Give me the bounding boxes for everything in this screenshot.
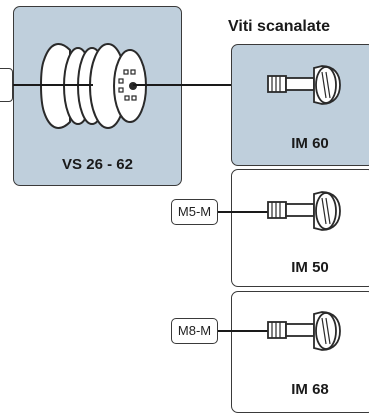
screw-label-im68: IM 68 (291, 381, 329, 398)
connector-line-left (13, 84, 93, 86)
adapter-line-m5m (218, 211, 268, 213)
grooved-screw-icon (267, 65, 341, 105)
screw-label-im60: IM 60 (291, 135, 329, 152)
adapter-line-m8m (218, 330, 268, 332)
connector-line-main (133, 84, 273, 86)
main-unit-label: VS 26 - 62 (62, 156, 133, 173)
left-connector-box (0, 68, 13, 102)
section-heading: Viti scanalate (228, 18, 330, 35)
screw-box-im60 (231, 44, 369, 166)
suction-cup-icon (40, 43, 147, 129)
adapter-tag-m8m: M8-M (171, 318, 218, 344)
screw-box-im50 (231, 169, 369, 287)
screw-label-im50: IM 50 (291, 259, 329, 276)
grooved-screw-icon (267, 311, 341, 351)
adapter-tag-m5m: M5-M (171, 199, 218, 225)
grooved-screw-icon (267, 191, 341, 231)
